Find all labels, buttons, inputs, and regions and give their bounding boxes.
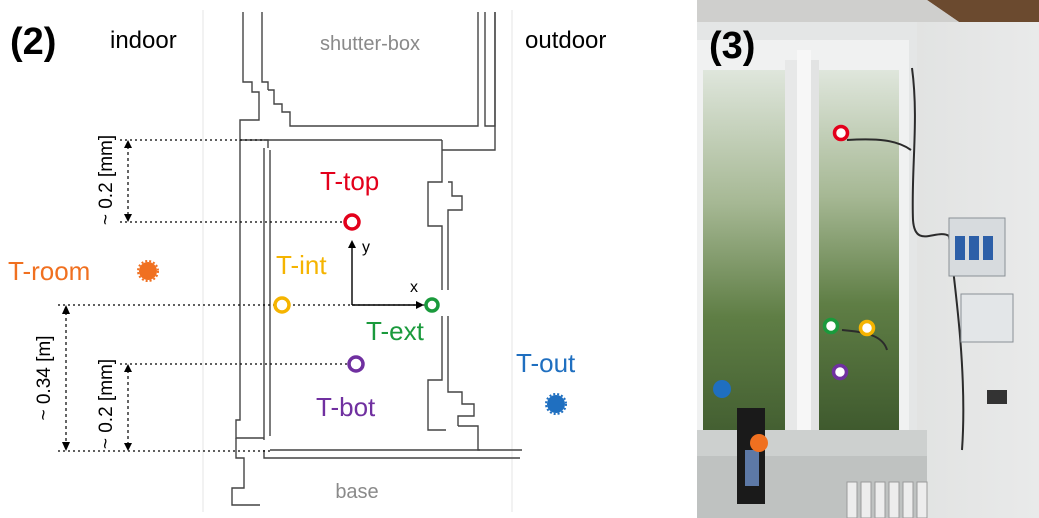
photo-t-top-marker [832,124,850,142]
outdoor-label: outdoor [525,27,606,54]
base-label: base [335,481,378,503]
panel-3-label: (3) [709,25,755,67]
shutter-box-outline [239,12,496,151]
t-top-sensor-marker [343,213,361,231]
photo-t-int-marker [858,319,876,337]
t-out-sensor-marker [545,393,567,415]
t-top-label: T-top [320,166,379,196]
t-int-sensor-marker [273,296,291,314]
t-bot-sensor-marker [347,355,365,373]
t-ext-sensor-marker [424,297,440,313]
dimension-lines [58,139,430,452]
window-cross-section-diagram: (2) indoor outdoor shutter-box base [8,10,606,512]
photo-t-room-marker [750,434,768,452]
photo-t-ext-marker [822,317,840,335]
window-frame-outline [231,139,522,506]
axis-x-label: x [410,279,418,296]
shutter-box-label: shutter-box [320,33,420,55]
t-ext-label: T-ext [366,316,425,346]
panel-2-label: (2) [10,21,56,63]
t-bot-label: T-bot [316,392,376,422]
coordinate-axes [348,240,424,309]
t-int-label: T-int [276,250,327,280]
photo-t-out-marker [713,380,731,398]
window-installation-photo: (3) [697,0,1039,518]
dimension-bottom-label: ~ 0.2 [mm] [96,359,117,449]
t-room-sensor-marker [137,260,159,282]
dimension-height-label: ~ 0.34 [m] [34,335,55,420]
t-room-label: T-room [8,256,90,286]
photo-t-bot-marker [831,363,849,381]
t-out-label: T-out [516,348,576,378]
indoor-label: indoor [110,27,177,54]
dimension-top-label: ~ 0.2 [mm] [96,135,117,225]
axis-y-label: y [362,239,370,256]
